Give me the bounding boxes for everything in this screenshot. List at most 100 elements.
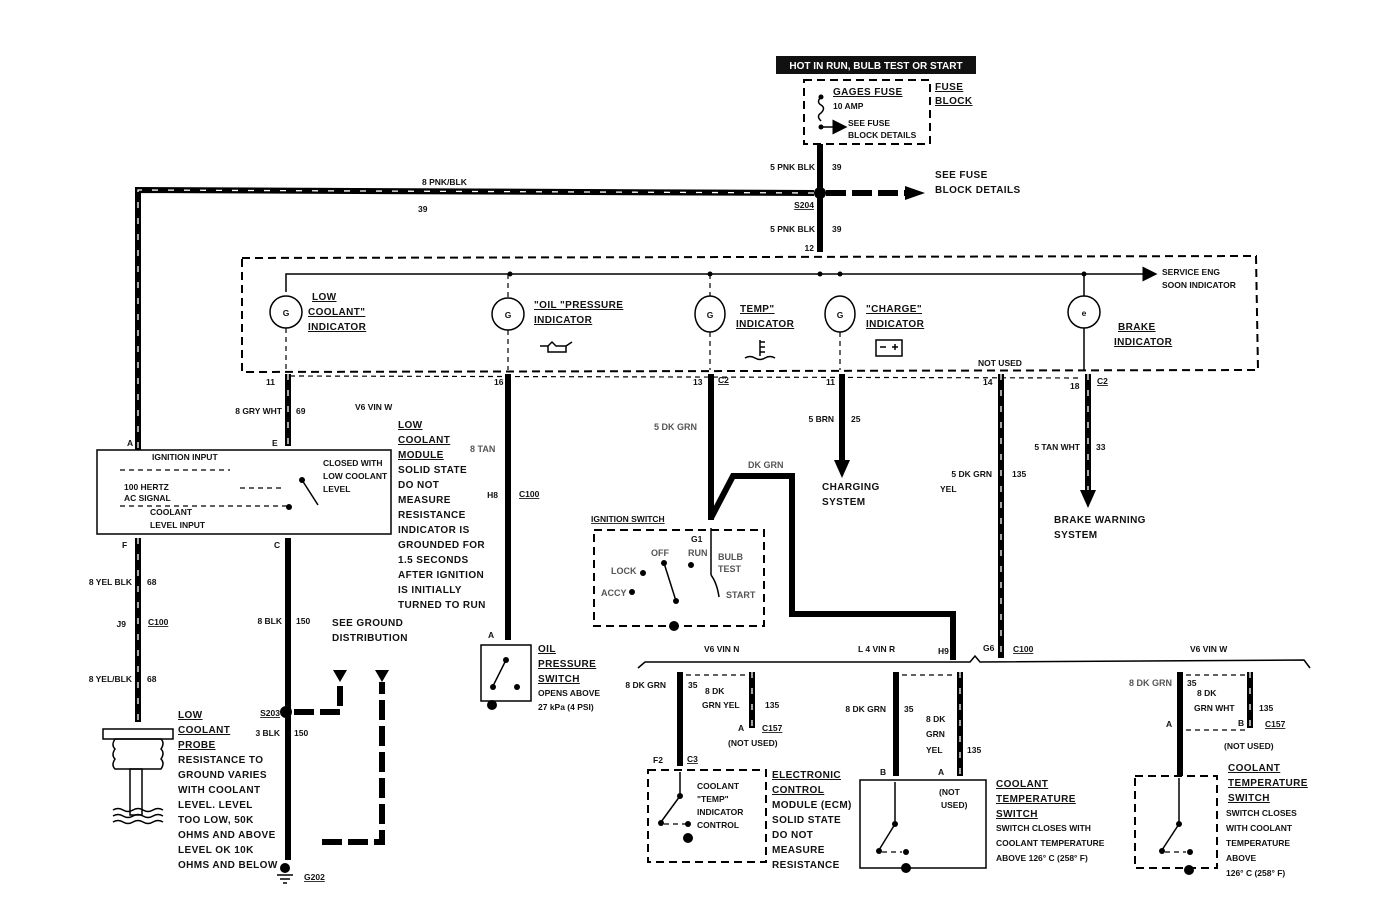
- service-eng-2: SOON INDICATOR: [1162, 280, 1236, 290]
- svg-text:COOLANT: COOLANT: [1228, 763, 1280, 774]
- coolant-switch-notes: COOLANT TEMPERATURE SWITCH SWITCH CLOSES…: [1226, 763, 1307, 878]
- pin-label: B: [880, 767, 886, 777]
- pin-label: 11: [266, 377, 275, 387]
- module-label: LEVEL: [323, 484, 350, 494]
- svg-text:WITH COOLANT: WITH COOLANT: [1226, 823, 1293, 833]
- svg-text:TEMPERATURE: TEMPERATURE: [996, 794, 1076, 805]
- svg-text:LEVEL OK 10K: LEVEL OK 10K: [178, 845, 254, 856]
- thermometer-icon: [744, 340, 776, 361]
- module-label: CLOSED WITH: [323, 458, 383, 468]
- not-used-label: (NOT USED): [728, 738, 778, 748]
- wire-label: GRN YEL: [702, 700, 740, 710]
- svg-text:DO NOT: DO NOT: [772, 830, 813, 841]
- svg-text:SWITCH: SWITCH: [996, 809, 1038, 820]
- svg-text:COOLANT TEMPERATURE: COOLANT TEMPERATURE: [996, 838, 1105, 848]
- wire-label: 8 DK: [705, 686, 725, 696]
- pin-label: J9: [117, 619, 127, 629]
- svg-text:G: G: [505, 310, 512, 320]
- svg-text:LOW: LOW: [178, 710, 203, 721]
- fuse-block-label-1: FUSE: [935, 82, 963, 93]
- indicator-label: INDICATOR: [534, 315, 593, 326]
- ecm-inner-label: INDICATOR: [697, 807, 743, 817]
- indicator-label: BRAKE: [1118, 322, 1156, 333]
- svg-text:126° C (258° F): 126° C (258° F): [1226, 868, 1285, 878]
- svg-text:TURNED TO RUN: TURNED TO RUN: [398, 600, 486, 611]
- module-label: COOLANT: [150, 507, 193, 517]
- indicator-label: INDICATOR: [308, 322, 367, 333]
- fuse-name: GAGES FUSE: [833, 87, 903, 98]
- svg-text:DO NOT: DO NOT: [398, 480, 439, 491]
- ign-position: BULB: [718, 552, 743, 562]
- fuse-block-box: [803, 79, 931, 145]
- module-label: 100 HERTZ: [124, 482, 169, 492]
- charging-system-label: SYSTEM: [822, 497, 866, 508]
- circuit-label: 135: [1012, 469, 1026, 479]
- circuit-label: 39: [832, 224, 842, 234]
- pin-label: 12: [805, 243, 815, 253]
- pin-label: G6: [983, 643, 995, 653]
- ign-position: TEST: [718, 564, 742, 574]
- wire-label: 8 GRY WHT: [235, 406, 283, 416]
- fuse-icon: [817, 94, 848, 135]
- ignition-switch-box: [593, 529, 765, 627]
- pin-label: A: [938, 767, 944, 777]
- bulb-brake-icon: e: [1067, 274, 1101, 370]
- conn-label: C100: [1013, 644, 1034, 654]
- vin-label: L 4 VIN R: [858, 644, 895, 654]
- splice-s203: [280, 706, 292, 718]
- svg-text:ELECTRONIC: ELECTRONIC: [772, 770, 841, 781]
- ground-distribution-wire: [294, 682, 343, 715]
- arrow-icon: [905, 186, 925, 200]
- ecm-inner-label: "TEMP": [697, 794, 729, 804]
- circuit-label: 150: [294, 728, 308, 738]
- pin-label: 16: [494, 377, 504, 387]
- wire-label: 8 DK: [926, 714, 946, 724]
- ign-position: RUN: [688, 548, 708, 558]
- wire-label: 3 BLK: [255, 728, 280, 738]
- svg-text:ABOVE: ABOVE: [1226, 853, 1257, 863]
- power-header-box: [776, 56, 976, 74]
- circuit-label: 35: [1187, 678, 1197, 688]
- oil-switch-title: OIL: [538, 644, 556, 655]
- oil-switch-note: OPENS ABOVE: [538, 688, 600, 698]
- switch-icon: [487, 657, 520, 710]
- circuit-label: 25: [851, 414, 861, 424]
- cluster-bus: [285, 273, 1132, 292]
- svg-text:GROUND VARIES: GROUND VARIES: [178, 770, 267, 781]
- svg-text:OHMS AND BELOW: OHMS AND BELOW: [178, 860, 278, 871]
- vin-label: V6 VIN W: [1190, 644, 1228, 654]
- not-used-label: (NOT USED): [1224, 741, 1274, 751]
- oil-can-icon: [540, 340, 573, 353]
- wire-label: 5 DK GRN: [951, 469, 992, 479]
- brake-warning-label: SYSTEM: [1054, 530, 1098, 541]
- wire-label: 8 YEL BLK: [89, 577, 133, 587]
- pin-label: C: [274, 540, 280, 550]
- brake-warning-label: BRAKE WARNING: [1054, 515, 1146, 526]
- module-label: AC SIGNAL: [124, 493, 171, 503]
- conn-label: C3: [687, 754, 698, 764]
- svg-text:ABOVE 126° C (258° F): ABOVE 126° C (258° F): [996, 853, 1088, 863]
- wire-label: DK GRN: [748, 460, 784, 470]
- pin-label: 18: [1070, 381, 1080, 391]
- svg-text:GROUNDED FOR: GROUNDED FOR: [398, 540, 485, 551]
- svg-text:PROBE: PROBE: [178, 740, 216, 751]
- circuit-label: 35: [688, 680, 698, 690]
- pin-label: A: [1166, 719, 1172, 729]
- circuit-label: 35: [904, 704, 914, 714]
- wire-label: 8 BLK: [257, 616, 282, 626]
- wire-label: 8 DK GRN: [1129, 678, 1172, 688]
- circuit-label: 39: [832, 162, 842, 172]
- see-ground-label: DISTRIBUTION: [332, 633, 408, 644]
- svg-text:SOLID STATE: SOLID STATE: [772, 815, 841, 826]
- svg-text:CONTROL: CONTROL: [772, 785, 824, 796]
- module-label: LEVEL INPUT: [150, 520, 206, 530]
- conn-label: C157: [762, 723, 783, 733]
- wire-label: GRN: [926, 729, 945, 739]
- wire-label: 5 PNK BLK: [770, 224, 816, 234]
- switch-inner-label: USED): [941, 800, 968, 810]
- arrow-icon: [1080, 490, 1096, 508]
- indicator-label: INDICATOR: [866, 319, 925, 330]
- circuit-label: 69: [296, 406, 306, 416]
- wire-label: 8 DK GRN: [625, 680, 666, 690]
